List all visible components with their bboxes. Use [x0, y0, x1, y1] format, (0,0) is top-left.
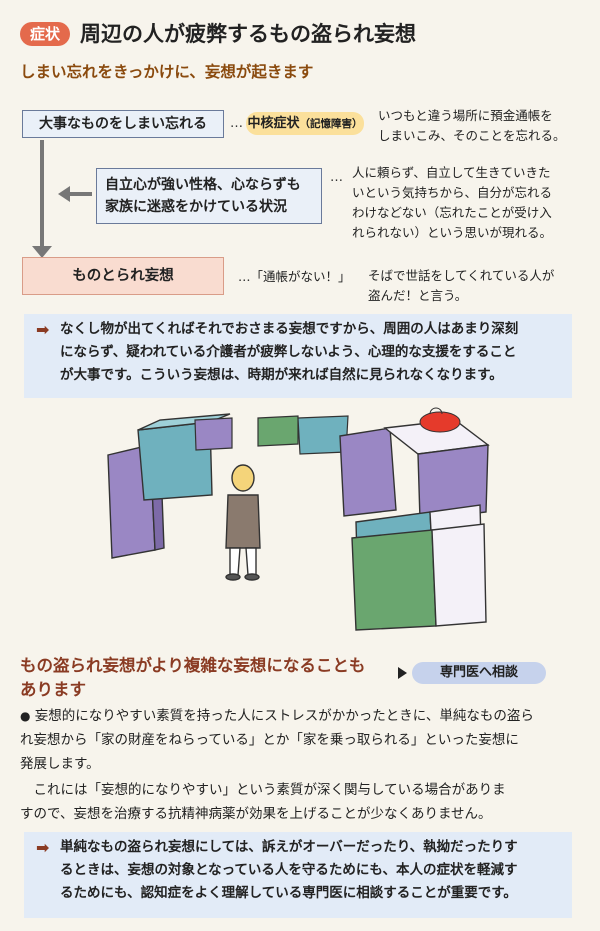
desc-forgetting-line: しまいこみ、そのことを忘れる。 [378, 128, 566, 143]
desc-personality-line: 人に頼らず、自立して生きていきた [352, 165, 551, 180]
flow-arrow-down [40, 140, 44, 248]
drawer-top-small [194, 415, 349, 455]
consult-specialist-badge: 専門医へ相談 [412, 662, 546, 684]
illustration-drawers-elderly-man [107, 407, 490, 631]
section-heading-line: もの盗られ妄想がより複雑な妄想になることも [20, 656, 366, 675]
advice-note-line: るためにも、認知症をよく理解している専門医に相談することが重要です。 [60, 885, 517, 901]
body-line: れ妄想から「家の財産をねらっている」とか「家を乗っ取られる」といった妄想に [20, 732, 519, 748]
advice-note-line: るときは、妄想の対象となっている人を守るためにも、本人の症状を軽減す [60, 862, 518, 878]
desc-theft-line: 盗んだ！と言う。 [368, 288, 468, 303]
section-heading: もの盗られ妄想がより複雑な妄想になることも あります [20, 654, 400, 702]
core-symptom-pill: 中核症状（記憶障害） [246, 112, 364, 135]
body-line: 発展します。 [20, 756, 100, 772]
body-paragraph-1: ● 妄想的になりやすい素質を持った人にストレスがかかったときに、単純なもの盗ら … [20, 704, 572, 776]
desc-personality-line: れられない）という思いが現れる。 [352, 225, 553, 240]
body-paragraph-2: これには「妄想的になりやすい」という素質が深く関与している場合がありま すので、… [20, 778, 572, 826]
advice-note-line: なくし物が出てくればそれでおさまる妄想ですから、周囲の人はあまり深刻 [60, 321, 519, 337]
desc-forgetting: いつもと違う場所に預金通帳を しまいこみ、そのことを忘れる。 [378, 106, 588, 146]
desc-personality-line: わけなどない（忘れたことが受け入 [352, 205, 552, 220]
arrow-right-icon: ➡ [36, 838, 50, 857]
desc-theft: そばで世話をしてくれている人が 盗んだ！と言う。 [368, 266, 578, 306]
flow-arrow-down-head [32, 246, 52, 258]
body-line: すので、妄想を治療する抗精神病薬が効果を上げることが少なくありません。 [20, 806, 492, 822]
flow-arrow-left-head [58, 186, 70, 202]
bullet-icon: ● [20, 709, 31, 723]
page-subtitle: しまい忘れをきっかけに、妄想が起きます [20, 63, 314, 81]
ellipsis-1: … [230, 116, 243, 131]
page-title: 周辺の人が疲弊するもの盗られ妄想 [80, 22, 416, 46]
advice-note-line: にならず、疑われている介護者が疲弊しないよう、心理的な支援をすること [60, 344, 517, 360]
flow-box-theft-delusion: ものとられ妄想 [22, 257, 224, 295]
advice-note-2: ➡ 単純なもの盗られ妄想にしては、訴えがオーバーだったり、執拗だったりす るとき… [24, 832, 572, 918]
core-symptom-note: （記憶障害） [299, 118, 363, 130]
flow-box-personality: 自立心が強い性格、心ならずも 家族に迷惑をかけている状況 [96, 168, 322, 224]
flow-box-forgetting: 大事なものをしまい忘れる [22, 110, 224, 138]
drawer-right-stack [339, 419, 490, 631]
advice-note-line: 単純なもの盗られ妄想にしては、訴えがオーバーだったり、執拗だったりす [60, 839, 518, 855]
advice-note-1: ➡ なくし物が出てくればそれでおさまる妄想ですから、周囲の人はあまり深刻 になら… [24, 314, 572, 398]
quote-passbook: …「通帳がない！」 [238, 269, 351, 284]
symptom-badge: 症状 [20, 22, 70, 46]
triangle-right-icon [398, 667, 407, 679]
red-purse-icon [419, 407, 461, 433]
advice-note-line: が大事です。こういう妄想は、時期が来れば自然に見られなくなります。 [60, 367, 503, 383]
desc-personality: 人に頼らず、自立して生きていきた いという気持ちから、自分が忘れる わけなどない… [352, 163, 582, 243]
body-line: これには「妄想的になりやすい」という素質が深く関与している場合がありま [33, 782, 506, 798]
section-heading-line: あります [20, 680, 86, 699]
flow-box-personality-line: 自立心が強い性格、心ならずも [105, 177, 301, 193]
body-line: 妄想的になりやすい素質を持った人にストレスがかかったときに、単純なもの盗ら [34, 708, 534, 724]
desc-personality-line: いという気持ちから、自分が忘れる [352, 185, 553, 200]
elderly-man-figure [225, 464, 261, 581]
flow-box-personality-line: 家族に迷惑をかけている状況 [105, 199, 287, 215]
ellipsis-2: … [330, 170, 343, 185]
desc-theft-line: そばで世話をしてくれている人が [368, 268, 555, 283]
flow-arrow-left [70, 192, 92, 196]
core-symptom-label: 中核症状 [247, 116, 300, 131]
desc-forgetting-line: いつもと違う場所に預金通帳を [378, 108, 553, 123]
drawer-left-2 [137, 413, 231, 501]
arrow-right-icon: ➡ [36, 320, 50, 339]
